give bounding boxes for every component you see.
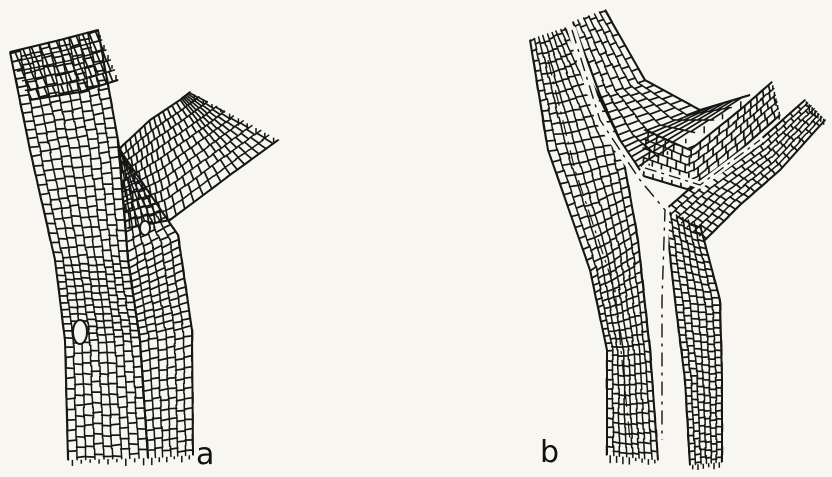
cell-gap-ellipse	[140, 221, 150, 235]
panel-label-a: a	[196, 440, 214, 470]
cell-gap-ellipse	[73, 320, 87, 344]
panel-label-b: b	[540, 438, 559, 468]
